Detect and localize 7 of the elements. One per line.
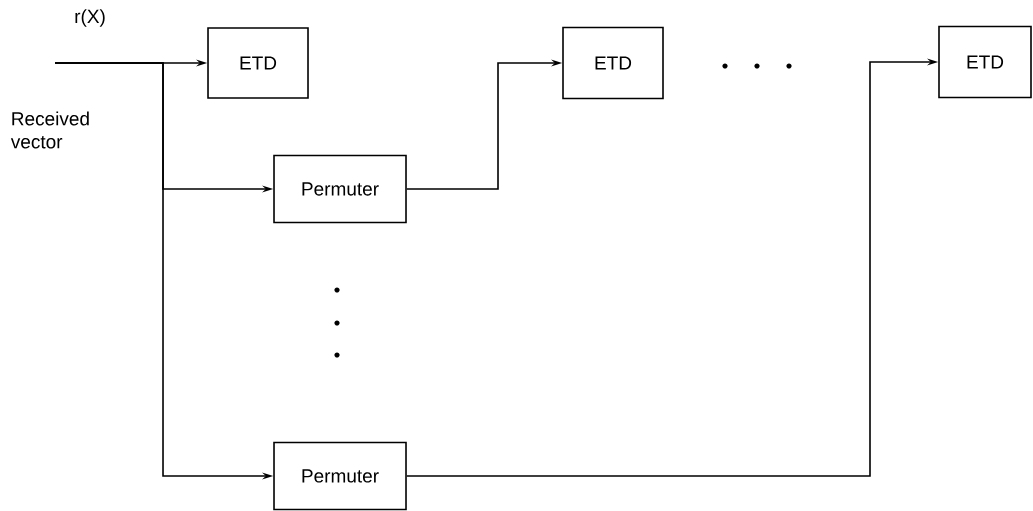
process-box: ETD [207, 27, 309, 99]
text-label: Received vector [10, 111, 89, 149]
process-box: ETD [562, 26, 664, 100]
process-box: Permuter [273, 441, 407, 511]
text-label: r(X) [75, 9, 105, 27]
process-box: Permuter [273, 154, 407, 224]
process-box: ETD [938, 25, 1032, 99]
